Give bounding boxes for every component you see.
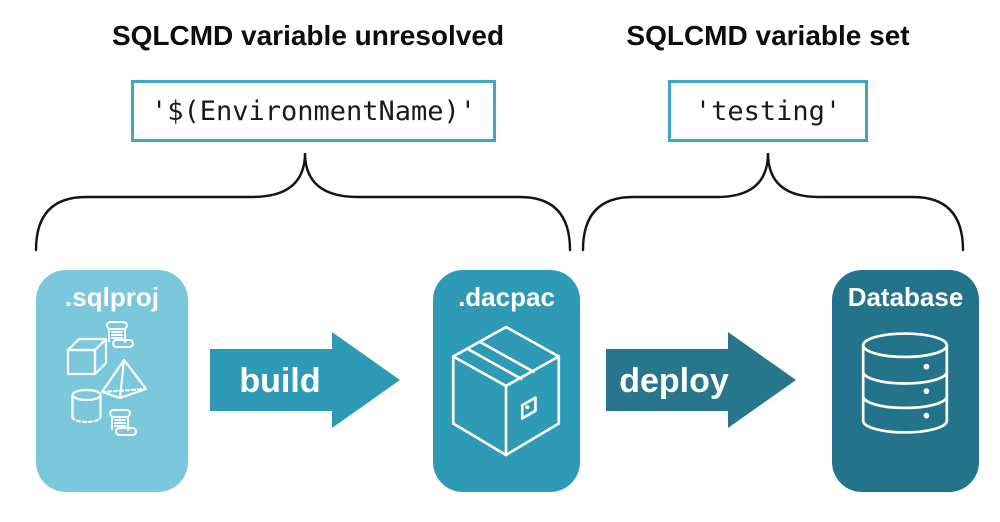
database-led-dot: [923, 412, 930, 419]
deploy-arrow: deploy: [600, 330, 800, 430]
script-scroll-icon: [106, 321, 134, 348]
cylinder-icon: [71, 388, 102, 424]
build-arrow-label: build: [239, 362, 320, 400]
left-brace: [34, 152, 572, 252]
heading-sqlcmd-set: SQLCMD variable set: [626, 20, 910, 51]
package-label-dot: [525, 405, 530, 410]
package-icon: [451, 325, 561, 457]
code-box-environment-variable: '$(EnvironmentName)': [131, 80, 496, 142]
stage-database-label: Database: [847, 282, 964, 312]
deploy-arrow-label: deploy: [619, 362, 729, 400]
code-box-testing-value: 'testing': [668, 80, 868, 142]
stage-dacpac-label: .dacpac: [458, 282, 555, 312]
stage-sqlproj: .sqlproj: [36, 270, 188, 492]
sql-objects-icon: [66, 321, 148, 436]
database-led-dot: [923, 388, 930, 395]
database-icon: [861, 332, 949, 434]
cube-icon: [66, 337, 108, 376]
build-arrow-shape: [210, 332, 400, 428]
stage-database: Database: [832, 270, 979, 492]
stage-dacpac: .dacpac: [433, 270, 580, 492]
right-brace: [581, 152, 965, 252]
pyramid-icon: [100, 358, 148, 400]
deploy-arrow-shape: [606, 332, 796, 428]
build-arrow: build: [204, 330, 404, 430]
heading-sqlcmd-unresolved: SQLCMD variable unresolved: [111, 20, 505, 51]
stage-sqlproj-label: .sqlproj: [65, 282, 159, 312]
database-led-dot: [923, 363, 930, 370]
script-scroll-icon: [109, 409, 137, 436]
